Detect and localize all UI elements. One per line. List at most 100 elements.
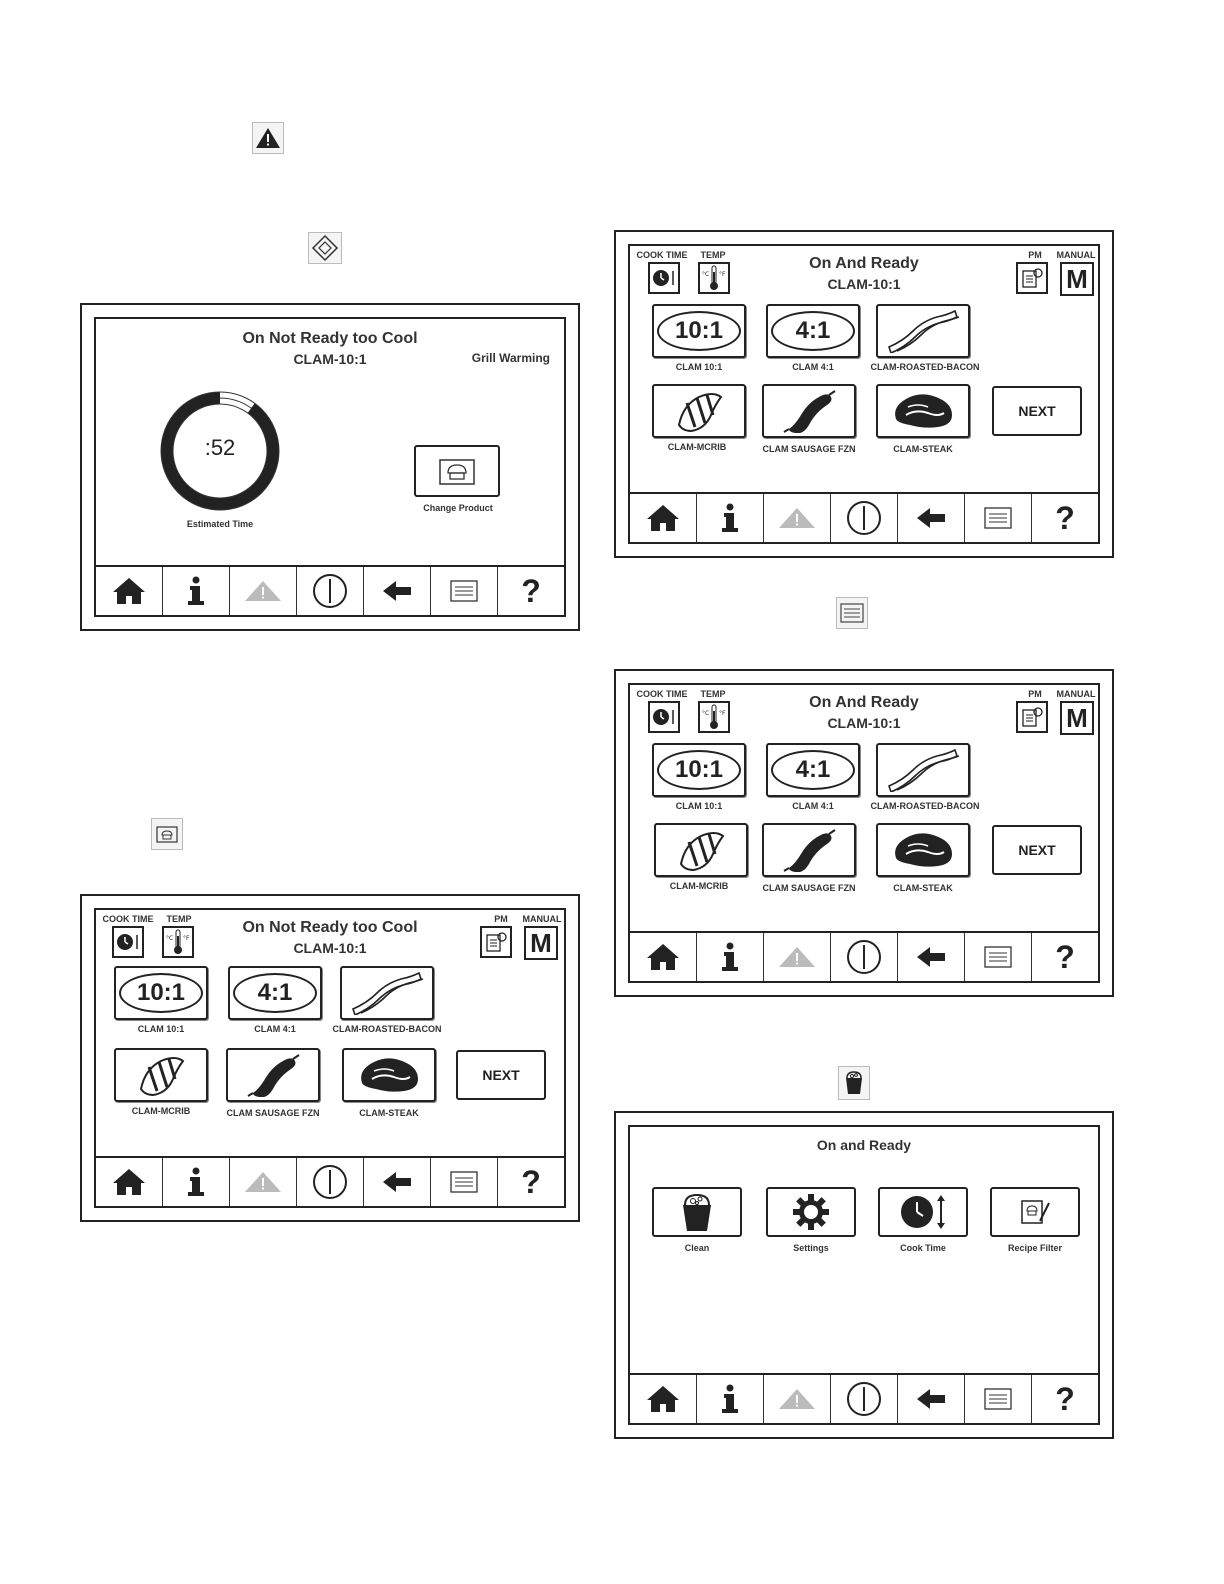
back-button[interactable] [364,1158,431,1206]
product-badge: 4:1 [771,311,855,351]
product-clam-roasted-bacon[interactable] [876,304,970,358]
clock-icon [653,270,674,286]
alarm-button[interactable] [230,1158,297,1206]
manual-label: MANUAL [1056,250,1096,260]
pm-button[interactable] [480,926,512,958]
menu-button[interactable] [965,933,1032,981]
product-clam-roasted-bacon[interactable] [876,743,970,797]
product-badge: 10:1 [657,750,741,790]
cook-time-button[interactable] [648,701,680,733]
info-button[interactable] [163,567,230,615]
change-product-button[interactable] [414,445,500,497]
home-icon [647,505,679,531]
temp-label: TEMP [700,689,726,699]
info-button[interactable] [697,933,764,981]
alarm-button[interactable] [230,567,297,615]
svg-text:°F: °F [183,935,190,942]
menu-list-icon [984,946,1012,968]
temp-button[interactable]: °C°F [698,262,730,294]
help-button[interactable]: ? [1032,494,1098,542]
power-button[interactable] [297,1158,364,1206]
menu-button[interactable] [431,1158,498,1206]
product-clam-mcrib[interactable] [654,823,748,877]
product-clam-mcrib[interactable] [114,1048,208,1102]
next-button[interactable]: NEXT [992,386,1082,436]
menu-button[interactable] [431,567,498,615]
power-button[interactable] [831,1375,898,1423]
help-button[interactable]: ? [1032,1375,1098,1423]
pm-button[interactable] [1016,262,1048,294]
cook-time-button[interactable] [112,926,144,958]
product-clam-10-1[interactable]: 10:1 [652,304,746,358]
back-button[interactable] [364,567,431,615]
power-button[interactable] [297,567,364,615]
menu-button[interactable] [965,494,1032,542]
menu-button[interactable] [965,1375,1032,1423]
power-button[interactable] [831,933,898,981]
info-icon [188,1167,204,1196]
cook-time-menu-button[interactable] [878,1187,968,1237]
back-button[interactable] [898,1375,965,1423]
product-clam-4-1[interactable]: 4:1 [228,966,322,1020]
recipe-filter-button[interactable] [990,1187,1080,1237]
home-button[interactable] [630,1375,697,1423]
warning-icon [779,947,815,967]
toolbar: ? [96,565,564,615]
back-button[interactable] [898,933,965,981]
alarm-button[interactable] [764,494,831,542]
steak-icon [361,1058,418,1092]
product-clam-4-1[interactable]: 4:1 [766,743,860,797]
home-icon [647,944,679,970]
product-clam-4-1[interactable]: 4:1 [766,304,860,358]
alarm-button[interactable] [764,1375,831,1423]
manual-button[interactable]: M [524,926,558,960]
product-clam-steak[interactable] [342,1048,436,1102]
temp-button[interactable]: °C°F [698,701,730,733]
screen-not-ready-timer: On Not Ready too Cool CLAM-10:1 Grill Wa… [80,303,580,631]
settings-button[interactable] [766,1187,856,1237]
alarm-button[interactable] [764,933,831,981]
status-header: On And Ready CLAM-10:1 [630,254,1098,294]
product-clam-steak[interactable] [876,384,970,438]
menu-list-icon [450,580,478,602]
next-button[interactable]: NEXT [456,1050,546,1100]
steak-icon [895,394,952,428]
product-clam-steak[interactable] [876,823,970,877]
status-header: On And Ready CLAM-10:1 [630,693,1098,733]
info-button[interactable] [697,494,764,542]
product-clam-mcrib[interactable] [652,384,746,438]
home-icon [647,1386,679,1412]
home-button[interactable] [630,933,697,981]
next-button[interactable]: NEXT [992,825,1082,875]
home-button[interactable] [630,494,697,542]
clean-button[interactable] [652,1187,742,1237]
info-button[interactable] [697,1375,764,1423]
clean-label: Clean [684,1243,710,1253]
manual-button[interactable]: M [1060,262,1094,296]
help-button[interactable]: ? [1032,933,1098,981]
pm-button[interactable] [1016,701,1048,733]
power-button[interactable] [831,494,898,542]
home-button[interactable] [96,567,163,615]
temp-button[interactable]: °C°F [162,926,194,958]
mcrib-icon [677,393,723,433]
product-label: CLAM-ROASTED-BACON [870,801,980,811]
product-clam-roasted-bacon[interactable] [340,966,434,1020]
info-icon [188,576,204,605]
product-clam-sausage-fzn[interactable] [226,1048,320,1102]
product-clam-10-1[interactable]: 10:1 [114,966,208,1020]
product-clam-sausage-fzn[interactable] [762,384,856,438]
manual-button[interactable]: M [1060,701,1094,735]
help-button[interactable]: ? [498,567,564,615]
product-clam-sausage-fzn[interactable] [762,823,856,877]
info-button[interactable] [163,1158,230,1206]
help-button[interactable]: ? [498,1158,564,1206]
mcrib-icon [139,1057,185,1097]
pm-label: PM [1028,250,1042,260]
toolbar: ? [630,931,1098,981]
cook-time-button[interactable] [648,262,680,294]
back-button[interactable] [898,494,965,542]
product-clam-10-1[interactable]: 10:1 [652,743,746,797]
info-icon [722,942,738,971]
home-button[interactable] [96,1158,163,1206]
